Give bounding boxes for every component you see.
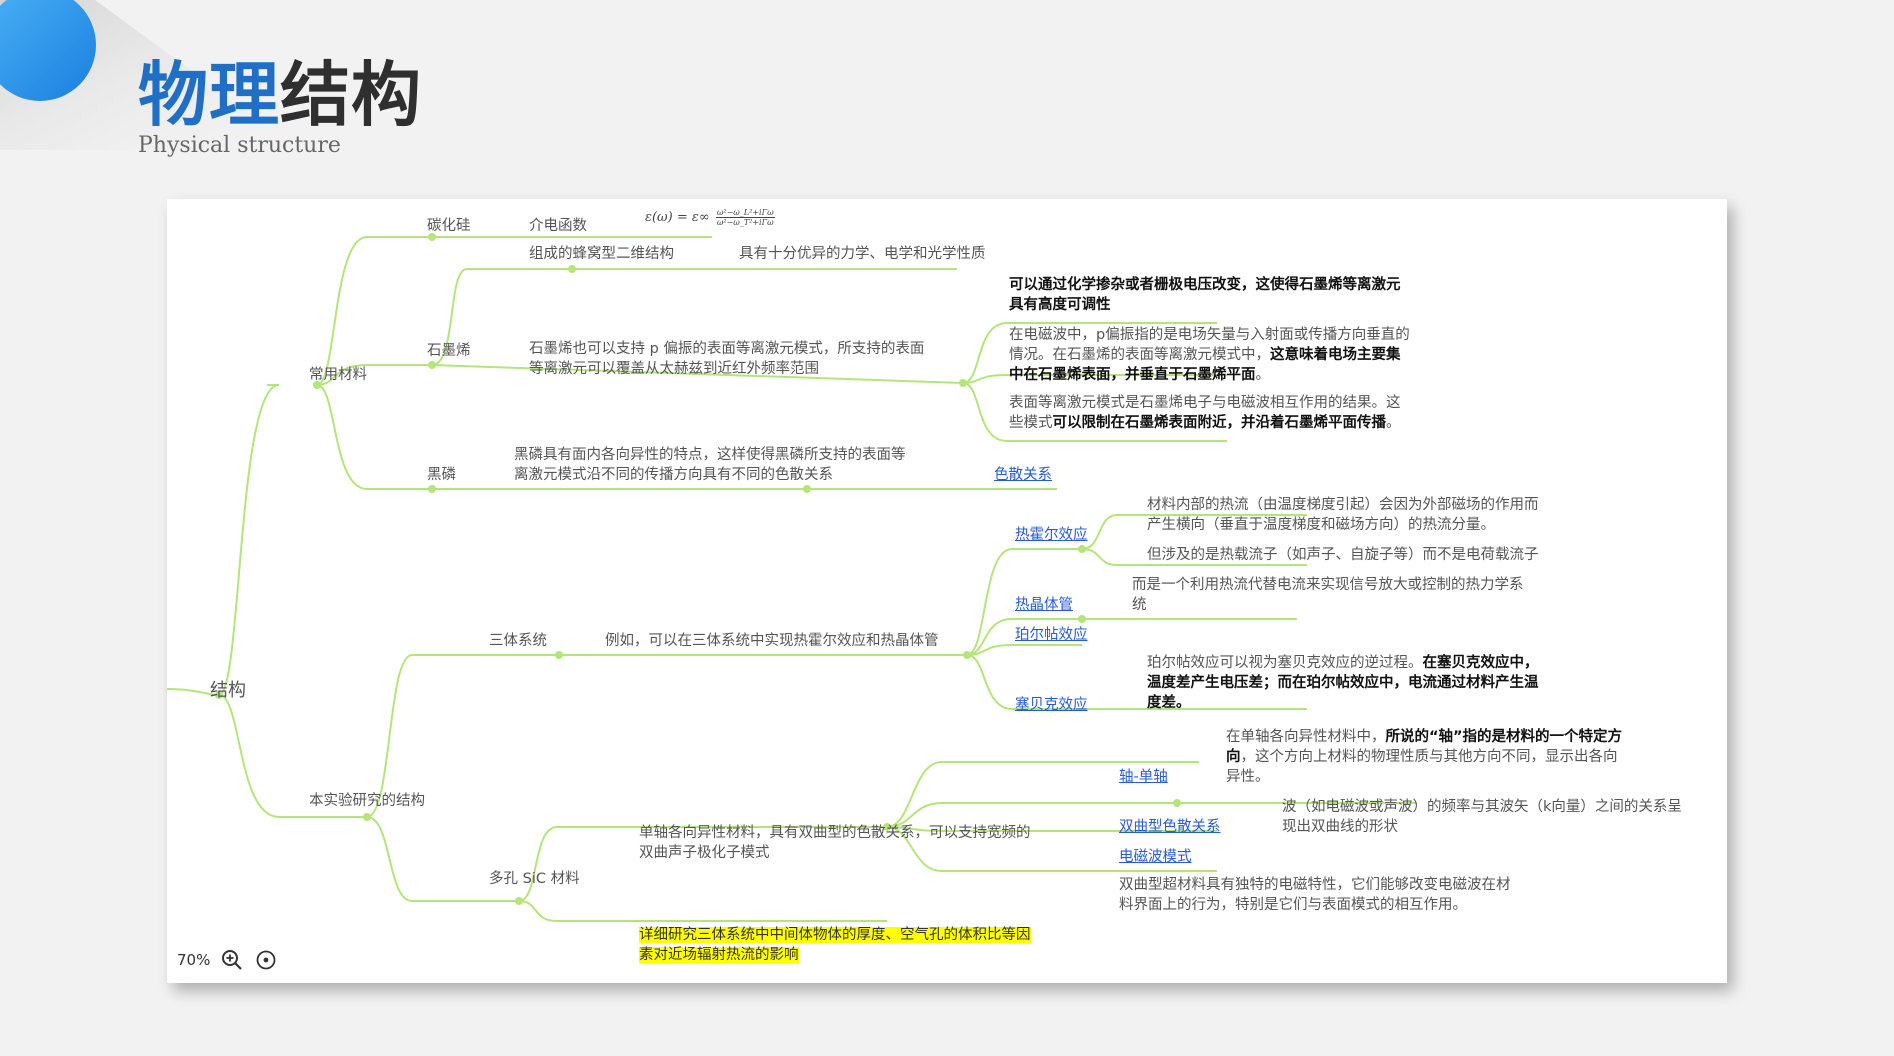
axis-desc-1b: 所说的“轴”指的是材料的一个特定方 (1385, 729, 1623, 745)
node-three-body-example[interactable]: 例如，可以在三体系统中实现热霍尔效应和热晶体管 (605, 633, 939, 649)
ppol-line-2: 情况。在石墨烯的表面等离激元模式中，这意味着电场主要集 (1009, 345, 1410, 365)
root-node[interactable]: 结构 (210, 680, 246, 701)
node-sic[interactable]: 碳化硅 (427, 218, 471, 234)
tr-desc-line-1: 而是一个利用热流代替电流来实现信号放大或控制的热力学系 (1132, 577, 1524, 593)
em-desc-line-2: 料界面上的行为，特别是它们与表面模式的相互作用。 (1119, 897, 1467, 913)
link-seebeck[interactable]: 塞贝克效应 (1015, 697, 1088, 713)
node-porous-sic[interactable]: 多孔 SiC 材料 (489, 871, 580, 887)
axis-desc-line-1: 在单轴各向异性材料中，所说的“轴”指的是材料的一个特定方 (1226, 727, 1622, 747)
node-transistor-desc[interactable]: 而是一个利用热流代替电流来实现信号放大或控制的热力学系 统 (1132, 575, 1524, 615)
node-em-desc[interactable]: 双曲型超材料具有独特的电磁特性，它们能够改变电磁波在材 料界面上的行为，特别是它… (1119, 875, 1511, 915)
th-desc-line-2: 产生横向（垂直于温度梯度和磁场方向）的热流分量。 (1147, 517, 1495, 533)
node-thermal-hall-desc[interactable]: 材料内部的热流（由温度梯度引起）会因为外部磁场的作用而 产生横向（垂直于温度梯度… (1147, 495, 1539, 535)
node-properties[interactable]: 具有十分优异的力学、电学和光学性质 (739, 246, 986, 262)
uniaxial-line-2: 双曲声子极化子模式 (639, 845, 770, 861)
uniaxial-line-1: 单轴各向异性材料，具有双曲型的色散关系，可以支持宽频的 (639, 825, 1031, 841)
zoom-toolbar: 70% (177, 947, 278, 973)
link-peltier[interactable]: 珀尔帖效应 (1015, 627, 1088, 643)
axis-desc-2a: 向 (1226, 749, 1241, 765)
th-desc-line-1: 材料内部的热流（由温度梯度引起）会因为外部磁场的作用而 (1147, 497, 1539, 513)
title-dark-part: 结构 (280, 54, 422, 136)
pe-desc-1a: 珀尔帖效应可以视为塞贝克效应的逆过程。 (1147, 655, 1423, 671)
page-title: 物理结构 (138, 55, 422, 135)
link-hyperbolic-dispersion[interactable]: 双曲型色散关系 (1119, 819, 1221, 835)
node-tunable[interactable]: 可以通过化学掺杂或者栅极电压改变，这使得石墨烯等离激元 具有高度可调性 (1009, 275, 1401, 315)
surf-line-2-end: 。 (1386, 415, 1401, 431)
ppol-line-3-end: 。 (1255, 367, 1271, 383)
center-icon[interactable] (254, 948, 278, 972)
link-axis-uniaxial[interactable]: 轴-单轴 (1119, 769, 1168, 785)
tr-desc-line-2: 统 (1132, 597, 1147, 613)
surf-line-1: 表面等离激元模式是石墨烯电子与电磁波相互作用的结果。这 (1009, 395, 1401, 411)
bp-desc-line-2: 离激元模式沿不同的传播方向具有不同的色散关系 (514, 467, 833, 483)
axis-desc-2b: ，这个方向上材料的物理性质与其他方向不同，显示出各向 (1240, 749, 1618, 765)
formula-denominator: ω²−ω_T²+iΓω (716, 218, 774, 227)
link-thermal-transistor[interactable]: 热晶体管 (1015, 597, 1073, 613)
surf-line-2b: 可以限制在石墨烯表面附近，并沿着石墨烯平面传播 (1052, 415, 1387, 431)
node-uniaxial-desc[interactable]: 单轴各向异性材料，具有双曲型的色散关系，可以支持宽频的 双曲声子极化子模式 (639, 823, 1031, 863)
formula-lhs: ε(ω) = ε∞ (645, 210, 710, 225)
formula-numerator: ω²−ω_L²+iΓω (715, 208, 775, 218)
node-black-phosphorus[interactable]: 黑磷 (427, 467, 456, 483)
node-three-body[interactable]: 三体系统 (489, 633, 547, 649)
node-dielectric[interactable]: 介电函数 (529, 218, 587, 234)
ppol-line-3-bold: 中在石墨烯表面，并垂直于石墨烯平面 (1009, 367, 1256, 383)
tunable-line-2: 具有高度可调性 (1009, 297, 1111, 313)
pe-desc-line-2: 温度差产生电压差；而在珀尔帖效应中，电流通过材料产生温 (1147, 675, 1539, 691)
surf-line-2a: 些模式 (1009, 415, 1053, 431)
hyp-desc-line-1: 波（如电磁波或声波）的频率与其波矢（k向量）之间的关系呈 (1282, 799, 1682, 815)
study-line-2: 素对近场辐射热流的影响 (639, 947, 799, 963)
node-p-mode[interactable]: 石墨烯也可以支持 p 偏振的表面等离激元模式，所支持的表面 等离激元可以覆盖从太… (529, 339, 924, 379)
node-research-structure[interactable]: 本实验研究的结构 (309, 793, 425, 809)
axis-desc-line-2: 向，这个方向上材料的物理性质与其他方向不同，显示出各向 (1226, 747, 1622, 767)
link-thermal-hall[interactable]: 热霍尔效应 (1015, 527, 1088, 543)
link-dispersion[interactable]: 色散关系 (994, 467, 1052, 483)
ppol-line-1: 在电磁波中，p偏振指的是电场矢量与入射面或传播方向垂直的 (1009, 327, 1410, 343)
node-hyperbolic-desc[interactable]: 波（如电磁波或声波）的频率与其波矢（k向量）之间的关系呈 现出双曲线的形状 (1282, 797, 1682, 837)
node-detailed-study[interactable]: 详细研究三体系统中中间体物体的厚度、空气孔的体积比等因 素对近场辐射热流的影响 (639, 925, 1031, 965)
study-line-1: 详细研究三体系统中中间体物体的厚度、空气孔的体积比等因 (639, 927, 1031, 943)
node-p-polarization[interactable]: 在电磁波中，p偏振指的是电场矢量与入射面或传播方向垂直的 情况。在石墨烯的表面等… (1009, 325, 1410, 385)
node-graphene[interactable]: 石墨烯 (427, 343, 471, 359)
formula-fraction: ω²−ω_L²+iΓω ω²−ω_T²+iΓω (715, 208, 775, 227)
pe-desc-line-1: 珀尔帖效应可以视为塞贝克效应的逆过程。在塞贝克效应中， (1147, 653, 1539, 673)
p-mode-line-2: 等离激元可以覆盖从太赫兹到近红外频率范围 (529, 361, 819, 377)
node-peltier-desc[interactable]: 珀尔帖效应可以视为塞贝克效应的逆过程。在塞贝克效应中， 温度差产生电压差；而在珀… (1147, 653, 1539, 713)
node-bp-desc[interactable]: 黑磷具有面内各向异性的特点，这样使得黑磷所支持的表面等 离激元模式沿不同的传播方… (514, 445, 906, 485)
em-desc-line-1: 双曲型超材料具有独特的电磁特性，它们能够改变电磁波在材 (1119, 877, 1511, 893)
ppol-line-2b: 这意味着电场主要集 (1270, 347, 1401, 363)
node-axis-desc[interactable]: 在单轴各向异性材料中，所说的“轴”指的是材料的一个特定方 向，这个方向上材料的物… (1226, 727, 1622, 787)
dielectric-formula: ε(ω) = ε∞ ω²−ω_L²+iΓω ω²−ω_T²+iΓω (645, 208, 775, 228)
node-surface-mode[interactable]: 表面等离激元模式是石墨烯电子与电磁波相互作用的结果。这 些模式可以限制在石墨烯表… (1009, 393, 1401, 433)
title-blue-part: 物理 (138, 54, 280, 136)
decor-circle (0, 0, 96, 101)
node-common-materials[interactable]: 常用材料 (309, 367, 367, 383)
page-subtitle: Physical structure (138, 133, 341, 158)
zoom-level: 70% (177, 951, 211, 969)
zoom-in-icon[interactable] (220, 948, 244, 972)
tunable-line-1: 可以通过化学掺杂或者栅极电压改变，这使得石墨烯等离激元 (1009, 277, 1401, 293)
axis-desc-line-3: 异性。 (1226, 769, 1270, 785)
pe-desc-1b: 在塞贝克效应中， (1422, 655, 1539, 671)
mindmap-panel[interactable]: 结构 常用材料 碳化硅 介电函数 ε(ω) = ε∞ ω²−ω_L²+iΓω ω… (167, 199, 1727, 983)
axis-desc-1a: 在单轴各向异性材料中， (1226, 729, 1386, 745)
node-thermal-hall-carrier[interactable]: 但涉及的是热载流子（如声子、自旋子等）而不是电荷载流子 (1147, 547, 1539, 563)
node-honeycomb[interactable]: 组成的蜂窝型二维结构 (529, 246, 674, 262)
pe-desc-line-3: 度差。 (1147, 695, 1191, 711)
p-mode-line-1: 石墨烯也可以支持 p 偏振的表面等离激元模式，所支持的表面 (529, 341, 925, 357)
bp-desc-line-1: 黑磷具有面内各向异性的特点，这样使得黑磷所支持的表面等 (514, 447, 906, 463)
surf-line-2: 些模式可以限制在石墨烯表面附近，并沿着石墨烯平面传播。 (1009, 413, 1401, 433)
mindmap-connectors (167, 233, 1417, 922)
hyp-desc-line-2: 现出双曲线的形状 (1282, 819, 1398, 835)
ppol-line-3: 中在石墨烯表面，并垂直于石墨烯平面。 (1009, 365, 1410, 385)
link-em-mode[interactable]: 电磁波模式 (1119, 849, 1192, 865)
ppol-line-2a: 情况。在石墨烯的表面等离激元模式中， (1009, 347, 1270, 363)
